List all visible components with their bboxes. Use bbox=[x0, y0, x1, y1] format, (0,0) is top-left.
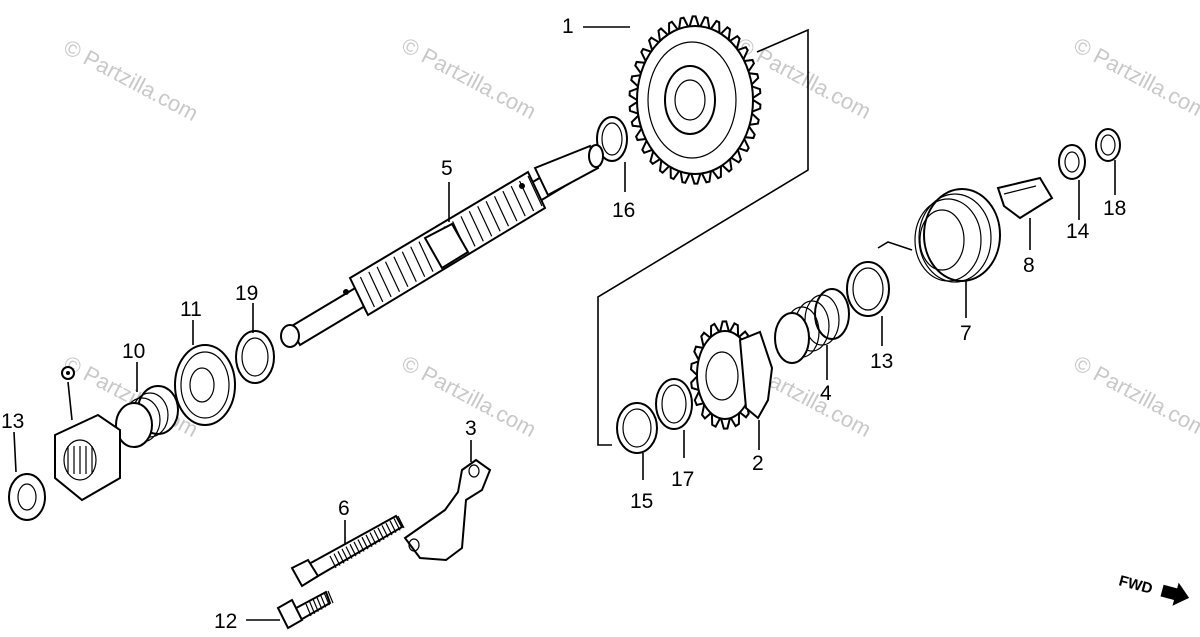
part-spring-4 bbox=[774, 288, 850, 364]
spline-line bbox=[401, 251, 417, 282]
part-ratchet bbox=[54, 413, 121, 502]
spline-line bbox=[477, 206, 493, 237]
callout-4: 4 bbox=[820, 382, 832, 405]
spline-line bbox=[468, 211, 484, 242]
part-circlip-15 bbox=[616, 402, 658, 454]
callout-19: 19 bbox=[235, 282, 258, 305]
spline-line bbox=[393, 256, 409, 288]
part-spindle-5 bbox=[280, 144, 604, 348]
part-ball bbox=[61, 366, 75, 380]
callout-15: 15 bbox=[630, 490, 653, 513]
callout-14: 14 bbox=[1066, 220, 1090, 243]
part-circlip-16 bbox=[596, 116, 628, 162]
callout-12: 12 bbox=[214, 610, 237, 633]
spline-line bbox=[384, 261, 401, 293]
thread-line bbox=[349, 543, 357, 557]
part-gear-1 bbox=[628, 15, 762, 185]
thread-line bbox=[381, 525, 389, 538]
spline-line bbox=[351, 281, 367, 313]
watermark: © Partzilla.com bbox=[398, 32, 541, 124]
thread-line bbox=[385, 522, 393, 536]
callout-7: 7 bbox=[960, 322, 972, 345]
part-ratchet-gear-2 bbox=[689, 320, 774, 430]
spline-line bbox=[460, 216, 476, 247]
thread-line bbox=[365, 534, 373, 548]
thread-line bbox=[323, 592, 330, 606]
spline-line bbox=[527, 175, 543, 207]
thread-line bbox=[337, 551, 345, 564]
part-spring-seat-8 bbox=[996, 176, 1054, 220]
thread-line bbox=[357, 539, 365, 552]
spline-line bbox=[418, 241, 434, 272]
part-circlip-19 bbox=[235, 330, 275, 384]
callout-labels: 1 2 3 4 5 6 7 8 10 11 12 13 13 14 15 16 … bbox=[1, 15, 1126, 633]
assembly-bracket-outline bbox=[597, 28, 809, 446]
callout-18: 18 bbox=[1103, 197, 1126, 220]
callout-13-right: 13 bbox=[870, 350, 893, 373]
spline-line bbox=[510, 185, 526, 217]
fwd-label: FWD bbox=[1117, 572, 1155, 597]
thread-line bbox=[369, 532, 377, 545]
callout-8: 8 bbox=[1023, 254, 1035, 277]
spline-line bbox=[485, 200, 501, 232]
thread-line bbox=[377, 527, 385, 541]
part-bolt-6 bbox=[290, 514, 405, 588]
thread-line bbox=[389, 520, 397, 533]
spline-line bbox=[359, 276, 375, 308]
part-washer-14 bbox=[1058, 144, 1086, 180]
callout-17: 17 bbox=[671, 468, 694, 491]
spline-line bbox=[410, 246, 426, 277]
thread-line bbox=[333, 553, 341, 566]
part-washer-17 bbox=[655, 378, 693, 430]
thread-line bbox=[312, 599, 319, 612]
watermark: © Partzilla.com bbox=[1070, 32, 1200, 124]
thread-line bbox=[305, 603, 312, 617]
thread-line bbox=[327, 590, 334, 604]
callout-13-left: 13 bbox=[1, 410, 24, 433]
part-circlip-13-right bbox=[846, 261, 890, 317]
thread-line bbox=[393, 518, 401, 531]
part-return-spring-7 bbox=[877, 188, 1001, 283]
thread-line bbox=[341, 548, 349, 562]
callout-6: 6 bbox=[338, 497, 350, 520]
callout-1: 1 bbox=[562, 15, 574, 38]
callout-3: 3 bbox=[465, 417, 477, 440]
thread-line bbox=[373, 529, 381, 543]
thread-line bbox=[316, 597, 323, 610]
thread-line bbox=[329, 555, 337, 569]
thread-line bbox=[320, 595, 327, 608]
thread-line bbox=[397, 515, 405, 529]
callout-5: 5 bbox=[441, 157, 453, 180]
callout-11: 11 bbox=[180, 298, 202, 321]
part-circlip-18 bbox=[1095, 128, 1121, 162]
fwd-arrow-indicator: FWD bbox=[1117, 572, 1190, 606]
spline-line bbox=[376, 266, 392, 298]
callout-16: 16 bbox=[612, 199, 635, 222]
callout-2: 2 bbox=[752, 452, 764, 475]
spline-line bbox=[368, 271, 384, 303]
part-stopper-3 bbox=[403, 458, 492, 562]
part-bolt-12 bbox=[276, 590, 334, 630]
part-washer-11 bbox=[174, 344, 236, 426]
thread-line bbox=[345, 546, 353, 559]
spline-line bbox=[493, 195, 510, 227]
watermark: © Partzilla.com bbox=[1070, 350, 1200, 442]
thread-line bbox=[309, 601, 316, 615]
part-washer-13-left bbox=[8, 473, 46, 521]
thread-line bbox=[361, 536, 369, 550]
leader-lines bbox=[13, 26, 1116, 621]
spline-line bbox=[502, 190, 518, 222]
watermark: © Partzilla.com bbox=[60, 34, 203, 126]
callout-10: 10 bbox=[122, 340, 145, 363]
fwd-arrow-icon bbox=[1160, 582, 1190, 606]
part-spring-10 bbox=[115, 385, 179, 448]
thread-line bbox=[353, 541, 361, 555]
